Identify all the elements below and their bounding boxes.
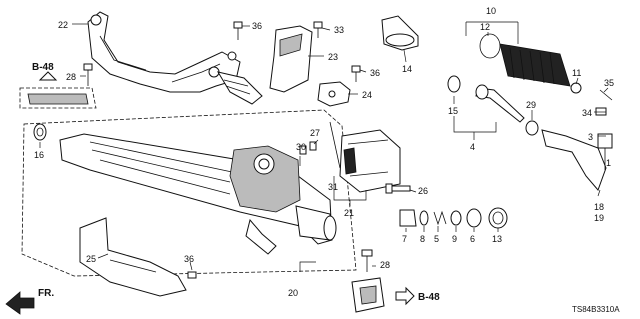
ref-label-upper: B-48 <box>32 62 54 73</box>
diagram-code: TS84B3310A <box>572 305 620 314</box>
fr-arrow-icon <box>5 291 35 315</box>
part-15-washer <box>447 75 461 93</box>
part-35-pin <box>599 89 613 101</box>
callout-15: 15 <box>448 106 458 116</box>
part-24-bracket <box>317 81 351 107</box>
ref-up-arrow <box>38 71 58 81</box>
callout-16: 16 <box>34 150 44 160</box>
part-25-shield <box>79 217 187 297</box>
part-21-valve-body <box>339 129 401 193</box>
part-7-bushing <box>399 209 417 227</box>
ref-right-arrow <box>395 286 415 306</box>
leader-lines <box>39 21 609 272</box>
callout-22: 22 <box>58 20 68 30</box>
part-20-frame <box>21 109 357 277</box>
callout-10: 10 <box>486 6 496 16</box>
part-28-bracket-lower <box>351 277 385 313</box>
callout-4: 4 <box>470 142 475 152</box>
callout-11: 11 <box>572 68 581 78</box>
callout-labels: 22 36 33 23 36 24 14 10 12 11 35 34 15 4… <box>34 6 614 298</box>
part-22-bracket <box>87 11 263 105</box>
part-36-bolt-mid <box>351 65 361 82</box>
part-6-bushing <box>466 208 482 228</box>
part-1-tie-rod-end <box>541 129 613 191</box>
part-27-plug <box>309 141 317 151</box>
callout-13: 13 <box>492 234 502 244</box>
callout-21: 21 <box>344 208 354 218</box>
callout-31: 31 <box>328 182 338 192</box>
callout-25: 25 <box>86 254 96 264</box>
callout-36-low: 36 <box>184 254 194 264</box>
callout-36-top: 36 <box>252 21 262 31</box>
part-13-seal <box>488 207 508 229</box>
part-31-ring <box>329 121 341 169</box>
callout-34: 34 <box>582 108 592 118</box>
callout-12: 12 <box>480 22 490 32</box>
ref-upper-bracket <box>19 87 97 109</box>
callout-30: 30 <box>296 142 306 152</box>
part-20-gearbox <box>59 133 337 255</box>
callout-28-lower: 28 <box>380 260 390 270</box>
ref-label-lower: B-48 <box>418 292 440 303</box>
part-34-nut <box>595 107 607 116</box>
callout-6: 6 <box>470 234 475 244</box>
callout-5: 5 <box>434 234 439 244</box>
callout-9: 9 <box>452 234 457 244</box>
part-14-grommet <box>381 15 419 51</box>
direction-label: FR. <box>38 288 54 299</box>
callout-23: 23 <box>328 52 338 62</box>
part-9-seal <box>450 210 462 226</box>
callout-24: 24 <box>362 90 372 100</box>
part-33-bolt <box>313 21 323 38</box>
callout-20: 20 <box>288 288 298 298</box>
part-28-bolt-upper <box>83 63 93 86</box>
callout-8: 8 <box>420 234 425 244</box>
part-36-bolt-top <box>233 21 243 40</box>
callout-28-upper: 28 <box>66 72 76 82</box>
part-11-clip <box>570 82 582 94</box>
callout-14: 14 <box>402 64 412 74</box>
callout-7: 7 <box>402 234 407 244</box>
part-5-spring <box>433 210 447 226</box>
callout-36-mid: 36 <box>370 68 380 78</box>
callout-29: 29 <box>526 100 536 110</box>
callout-19: 19 <box>594 213 604 223</box>
callout-3: 3 <box>588 132 593 142</box>
part-28-bolt-lower <box>361 249 373 272</box>
part-36-bolt-low <box>187 271 197 279</box>
part-12-boot-band <box>479 33 501 59</box>
callout-26: 26 <box>418 186 428 196</box>
part-4-tie-rod <box>475 84 525 123</box>
part-8-ring <box>419 210 429 226</box>
part-23-cover <box>269 25 313 93</box>
part-26-bolt <box>385 183 411 194</box>
callout-1: 1 <box>606 158 611 168</box>
part-10-boot <box>499 43 571 87</box>
callout-35: 35 <box>604 78 614 88</box>
callout-27: 27 <box>310 128 320 138</box>
callout-18: 18 <box>594 202 604 212</box>
part-30-fitting <box>299 145 307 155</box>
part-29-nut <box>525 120 539 136</box>
callout-33: 33 <box>334 25 344 35</box>
part-16-seal <box>33 123 47 141</box>
